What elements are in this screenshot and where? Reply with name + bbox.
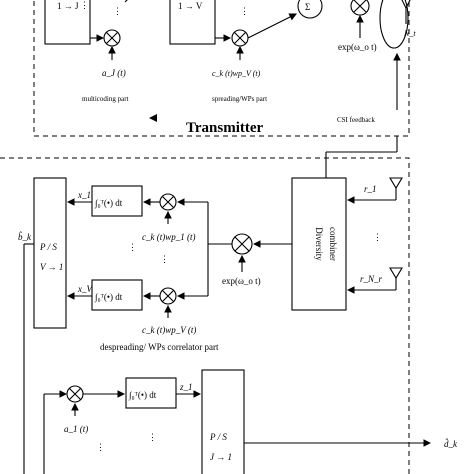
summation-node bbox=[297, 0, 323, 19]
multicoding-part-label: multicoding part bbox=[82, 95, 129, 103]
aJ-label: a_J (t) bbox=[102, 68, 126, 78]
integrator-V-label: ∫₀ᵀ(•) dt bbox=[94, 292, 123, 303]
line-to-top bbox=[124, 0, 128, 3]
antenna-array-ellipse bbox=[379, 0, 409, 49]
integrator-z-block bbox=[125, 377, 177, 409]
vertical-dots: ⋮ bbox=[148, 432, 157, 442]
vertical-dots: ⋮ bbox=[128, 242, 137, 252]
rNr-label: r_N_r bbox=[360, 274, 383, 284]
diversity-combiner-label-2: combiner bbox=[328, 227, 338, 261]
serial-to-parallel-1-V-block bbox=[169, 0, 216, 45]
ps2-bottom-label: J → 1 bbox=[210, 452, 232, 462]
multiplier-cross bbox=[234, 236, 250, 252]
ck-wpV-label: c_k (t)wp_V (t) bbox=[212, 69, 261, 78]
parallel-to-serial-J-1-block bbox=[201, 369, 245, 474]
vertical-dots: ⋮ bbox=[113, 6, 122, 16]
arrow-to-sum bbox=[247, 13, 297, 39]
a1-label: a_1 (t) bbox=[64, 424, 88, 434]
r1-label: r_1 bbox=[364, 184, 377, 194]
vertical-dots: ⋮ bbox=[240, 6, 249, 16]
multiplier-cross bbox=[233, 31, 247, 45]
antenna-Nt-label: N_t bbox=[403, 29, 416, 38]
rx-exp-label: exp(ω_o t) bbox=[222, 276, 261, 286]
vertical-dots: ⋮ bbox=[96, 442, 105, 452]
sigma-icon: Σ bbox=[305, 2, 310, 12]
antenna-r1-icon bbox=[389, 177, 403, 190]
csi-feedback-label: CSI feedback bbox=[337, 116, 375, 124]
spreading-part-label: spreading/WPs part bbox=[212, 95, 267, 103]
vertical-dots: ⋮ bbox=[160, 254, 169, 264]
tx-exp-label: exp(ω_o t) bbox=[338, 42, 377, 52]
despreading-part-label: despreading/ WPs correlator part bbox=[100, 342, 219, 352]
antenna-rNr-icon bbox=[389, 267, 403, 280]
ps-bottom-label: V → 1 bbox=[40, 262, 63, 272]
xV-label: x_V bbox=[77, 284, 93, 294]
diversity-combiner-label-1: Diversity bbox=[314, 227, 324, 261]
block-1-to-J-label: 1 → J bbox=[57, 1, 79, 11]
multiplier-cross bbox=[161, 195, 175, 209]
multiplier-cross bbox=[68, 387, 82, 401]
bk-hat-label: b̂_k bbox=[18, 231, 32, 242]
integrator-z-label: ∫₀ᵀ(•) dt bbox=[128, 390, 157, 401]
rx-ck-wpV-label: c_k (t)wp_V (t) bbox=[142, 325, 196, 335]
antenna-icon bbox=[401, 0, 411, 24]
vertical-dots: ⋮ bbox=[80, 0, 89, 10]
serial-to-parallel-1-J-block bbox=[44, 0, 91, 45]
parallel-to-serial-V-1-block bbox=[33, 177, 67, 329]
receiver-boundary bbox=[0, 157, 410, 474]
transmitter-title: Transmitter bbox=[186, 120, 264, 136]
integrator-1-block bbox=[91, 185, 143, 217]
integrator-V-block bbox=[91, 279, 143, 311]
block-1-to-V-label: 1 → V bbox=[178, 1, 203, 11]
receiver-section: P / S V → 1 b̂_k x_1 ∫₀ᵀ(•) dt c_k (t)wp… bbox=[0, 157, 458, 474]
ck-wp1-label: c_k (t)wp_1 (t) bbox=[142, 232, 195, 242]
ps2-top-label: P / S bbox=[209, 432, 227, 442]
multiplier-cross bbox=[105, 31, 119, 45]
small-arrowhead-icon bbox=[149, 114, 157, 122]
diversity-combiner-block bbox=[291, 177, 347, 311]
ps-top-label: P / S bbox=[39, 242, 57, 252]
multiplier-cross bbox=[353, 0, 367, 13]
multiplier-cross bbox=[161, 289, 175, 303]
z1-label: z_1 bbox=[179, 382, 193, 392]
dk-hat-label: d̂_k bbox=[444, 438, 458, 449]
x1-label: x_1 bbox=[77, 190, 91, 200]
integrator-1-label: ∫₀ᵀ(•) dt bbox=[94, 198, 123, 209]
multiplier-exp bbox=[350, 0, 370, 16]
vertical-dots: ⋮ bbox=[373, 232, 382, 242]
transmitter-section: 1 → J ⋮ ⋮ a_J (t) multicoding part 1 → V… bbox=[33, 0, 416, 137]
